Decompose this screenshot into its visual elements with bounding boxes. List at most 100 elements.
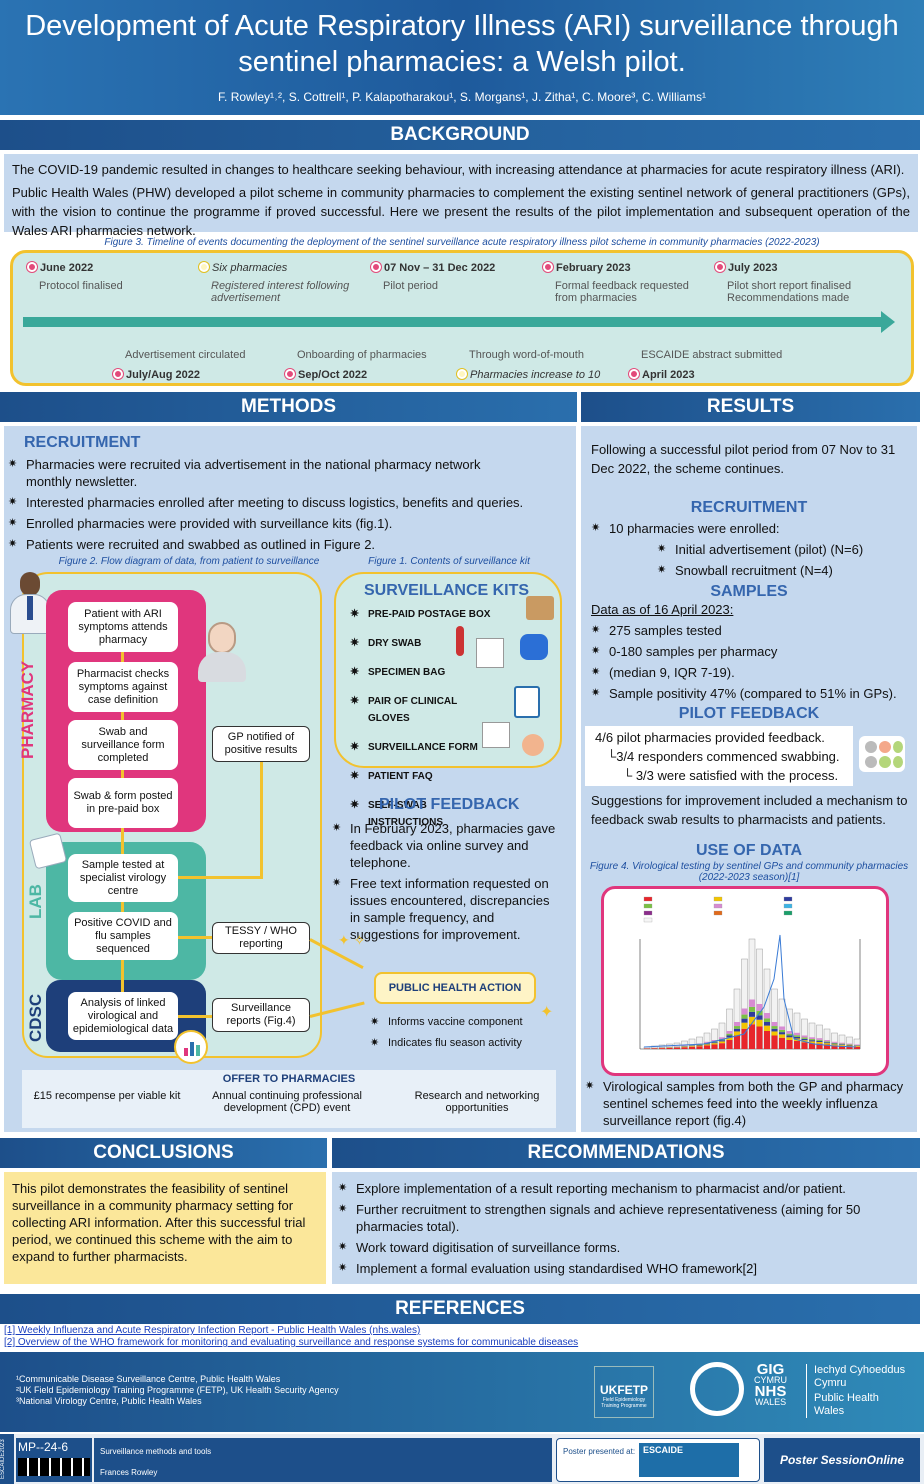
chart-bar-segment <box>719 1037 725 1040</box>
chart-bar-segment <box>771 1028 778 1032</box>
fig4-caption: Figure 4. Virological testing by sentine… <box>589 861 909 883</box>
chart-bar-segment <box>734 1026 740 1029</box>
chart-bar-segment <box>734 1035 740 1049</box>
kit-item: PATIENT FAQ <box>350 768 500 785</box>
fig4-chart-svg <box>639 896 861 1050</box>
timeline-arrow <box>23 317 883 327</box>
reference-link-1[interactable]: [1] Weekly Influenza and Acute Respirato… <box>4 1325 421 1336</box>
chart-bar-segment <box>831 1043 838 1045</box>
references-list: [1] Weekly Influenza and Acute Respirato… <box>4 1325 578 1349</box>
chart-bar-segment <box>839 1044 845 1045</box>
cdsc-label: CDSC <box>26 993 45 1043</box>
chart-bar-segment <box>846 1046 853 1049</box>
chart-bar-segment <box>704 1041 710 1043</box>
surveillance-kits-box: SURVEILLANCE KITS PRE-PAID POSTAGE BOX D… <box>334 572 562 828</box>
fig4-chart <box>601 886 889 1076</box>
escaide-logo: ESCAIDE <box>639 1443 739 1477</box>
chart-bar-segment <box>786 1031 793 1034</box>
chart-bar-segment <box>726 1035 733 1038</box>
chart-bar-segment <box>801 1038 808 1041</box>
chart-bar-segment <box>704 1043 710 1045</box>
chart-bar-segment <box>786 1033 793 1036</box>
methods-recruitment-title: RECRUITMENT <box>24 434 141 451</box>
pf-bullet: Free text information requested on issue… <box>332 875 560 943</box>
chart-bar-segment <box>681 1047 688 1049</box>
chart-bar-segment <box>771 1026 778 1029</box>
recommendations-panel: Explore implementation of a result repor… <box>332 1172 917 1284</box>
chart-bar-segment <box>764 1022 770 1026</box>
chart-bar-segment <box>756 1019 763 1027</box>
legend-swatch <box>643 903 653 909</box>
chart-bar-segment <box>839 1045 845 1049</box>
tl-top-4-desc: Pilot short report finalised Recommendat… <box>727 280 852 304</box>
kits-title: SURVEILLANCE KITS <box>364 582 530 599</box>
flow-swab-posted: Swab & form posted in pre-paid box <box>68 778 178 828</box>
samples-date: Data as of 16 April 2023: <box>591 602 734 617</box>
chart-bar-segment <box>749 1016 755 1025</box>
chart-bar-segment <box>786 1035 793 1038</box>
results-intro: Following a successful pilot period from… <box>591 442 896 476</box>
pin-icon <box>715 262 725 272</box>
chart-bar-segment <box>734 1031 740 1036</box>
methods-panel: RECRUITMENT Pharmacies were recruited vi… <box>4 426 576 1132</box>
chart-bar-segment <box>726 1031 733 1034</box>
tl-bot-2-title: Pharmacies increase to 10 <box>470 369 601 381</box>
reference-link-2[interactable]: [2] Overview of the WHO framework for mo… <box>4 1337 579 1348</box>
recommendations-title: RECOMMENDATIONS <box>332 1138 920 1168</box>
arrow-head-icon <box>881 311 895 333</box>
chart-bar-segment <box>779 1026 785 1030</box>
chart-bar-segment <box>824 1044 830 1049</box>
chart-bar-segment <box>711 1040 718 1042</box>
chart-bar-segment <box>711 1044 718 1049</box>
feedback-suggestions: Suggestions for improvement included a m… <box>591 793 908 827</box>
kit-item: PAIR OF CLINICAL GLOVES <box>350 693 500 727</box>
sparkle-icon: ✦ ✧ <box>338 932 366 948</box>
chart-bar-segment <box>831 1041 838 1043</box>
chart-bar-segment <box>681 1046 688 1048</box>
fb-line: 4/6 pilot pharmacies provided feedback. <box>595 730 825 745</box>
legend-swatch <box>783 896 793 902</box>
results-panel: Following a successful pilot period from… <box>581 426 917 1132</box>
chart-bar-segment <box>846 1045 853 1047</box>
fb-line: └3/4 responders commenced swabbing. <box>607 749 840 764</box>
postage-box-icon <box>526 596 554 620</box>
rec-bullet: Implement a formal evaluation using stan… <box>338 1260 911 1277</box>
chart-bar-segment <box>756 1015 763 1020</box>
chart-bar-segment <box>824 1041 830 1043</box>
chart-bar-segment <box>839 1043 845 1045</box>
background-title: BACKGROUND <box>0 120 920 150</box>
pharmacy-label: PHARMACY <box>18 660 37 760</box>
poster-session-online-logo[interactable]: Poster SessionOnline <box>764 1438 920 1482</box>
conclusions-title: CONCLUSIONS <box>0 1138 327 1168</box>
presented-at: Poster presented at: ESCAIDE <box>556 1438 760 1482</box>
chart-bar-segment <box>786 1037 793 1040</box>
kit-item: DRY SWAB <box>350 635 500 652</box>
tl-bot-1-desc: Onboarding of pharmacies <box>297 349 427 361</box>
chart-bar-segment <box>794 1035 800 1037</box>
chart-bar-segment <box>771 1035 778 1049</box>
methods-bullet: Pharmacies were recruited via advertisem… <box>8 456 528 490</box>
chart-bar-segment <box>734 1022 740 1027</box>
methods-bullet: Interested pharmacies enrolled after mee… <box>8 494 528 511</box>
tl-bot-2-desc: Through word-of-mouth <box>469 349 584 361</box>
chart-bar-segment <box>756 1026 763 1049</box>
chart-bar-segment <box>794 1040 800 1049</box>
chart-bar-segment <box>854 1046 860 1049</box>
chart-bar-segment <box>726 1040 733 1049</box>
tl-top-3-title: February 2023 <box>556 262 631 274</box>
results-recruitment-title: RECRUITMENT <box>690 499 808 516</box>
tl-bot-3-desc: ESCAIDE abstract submitted <box>641 349 783 361</box>
pin-icon <box>543 262 553 272</box>
swab-icon <box>456 626 464 656</box>
chart-bar-segment <box>689 1046 695 1047</box>
chart-bar-segment <box>704 1044 710 1046</box>
flow-tessy: TESSY / WHO reporting <box>212 922 310 954</box>
legend-swatch <box>643 896 653 902</box>
pin-icon <box>113 369 123 379</box>
chart-bar-segment <box>666 1047 673 1049</box>
chart-bar-segment <box>839 1042 845 1044</box>
chart-bar-segment <box>771 1031 778 1036</box>
chart-bar-segment <box>696 1044 703 1046</box>
chart-bar-segment <box>704 1045 710 1049</box>
flow-samples-sequenced: Positive COVID and flu samples sequenced <box>68 912 178 960</box>
